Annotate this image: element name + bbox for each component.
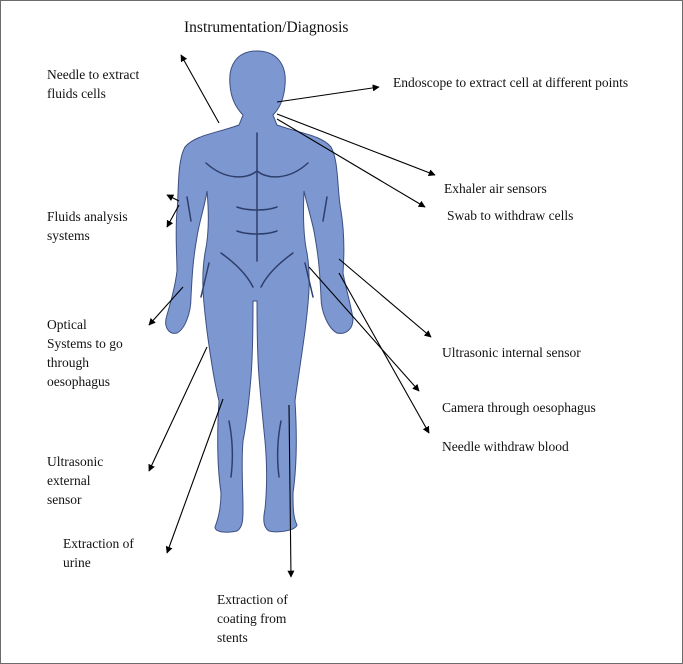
label-swab: Swab to withdraw cells bbox=[447, 206, 573, 225]
arrow-endoscope bbox=[277, 87, 379, 102]
arrow-urine bbox=[167, 399, 223, 553]
label-exhaler: Exhaler air sensors bbox=[444, 179, 547, 198]
label-endoscope: Endoscope to extract cell at different p… bbox=[393, 73, 628, 92]
label-coating: Extraction of coating from stents bbox=[217, 590, 288, 647]
body-silhouette bbox=[166, 51, 353, 532]
label-urine: Extraction of urine bbox=[63, 534, 134, 572]
label-camera: Camera through oesophagus bbox=[442, 398, 596, 417]
human-figure bbox=[166, 51, 353, 532]
label-needle-blood: Needle withdraw blood bbox=[442, 437, 569, 456]
label-fluids-analysis: Fluids analysis systems bbox=[47, 207, 128, 245]
label-optical: Optical Systems to go through oesophagus bbox=[47, 315, 123, 391]
label-ultrasonic-internal: Ultrasonic internal sensor bbox=[442, 343, 581, 362]
arrow-camera bbox=[309, 267, 419, 391]
arrow-ultrasonic-external bbox=[149, 347, 207, 471]
arrow-needle-fluids bbox=[181, 55, 219, 123]
label-ultrasonic-external: Ultrasonic external sensor bbox=[47, 452, 103, 509]
arrow-fluids-analysis-upper bbox=[167, 195, 179, 201]
label-needle-fluids: Needle to extract fluids cells bbox=[47, 65, 139, 103]
diagram-title: Instrumentation/Diagnosis bbox=[184, 18, 348, 38]
